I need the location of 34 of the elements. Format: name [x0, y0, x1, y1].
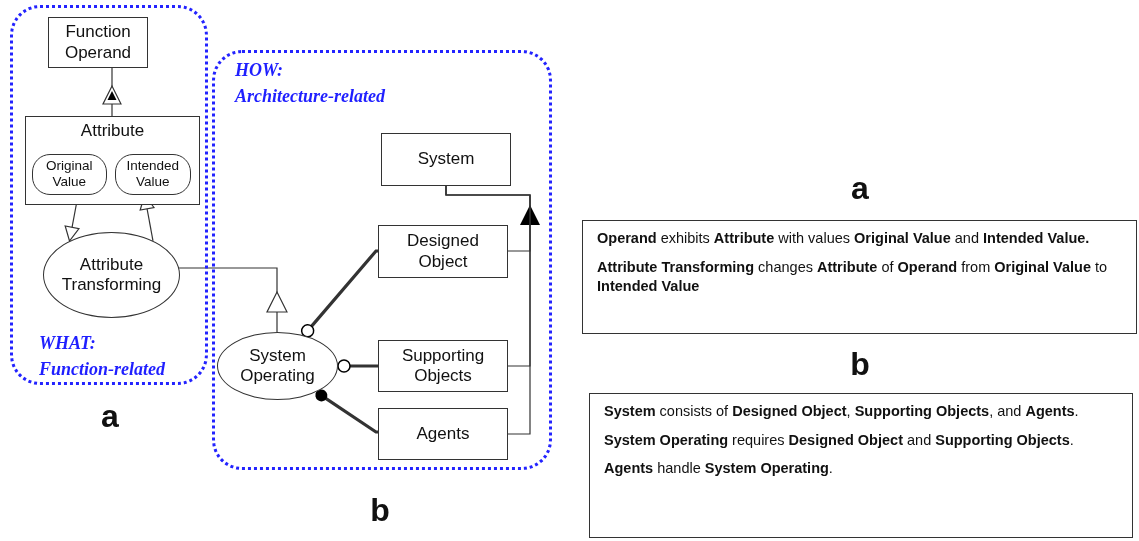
object-box [378, 408, 508, 460]
description-text: System consists of Designed Object, Supporting Objects, and Agents. [604, 402, 1080, 421]
panel-label: b [850, 346, 870, 383]
node-label: Intended Value [125, 158, 180, 191]
description-text: Operand exhibits Attribute with values Original Value and Intended Value. [597, 229, 1091, 248]
description-text: System Operating requires Designed Object and Supporting Objects. [604, 430, 1075, 450]
panel-label: a [851, 170, 869, 207]
description-text: Agents handle System Operating. [604, 459, 834, 479]
node-label: System [416, 149, 476, 170]
process-ellipse [217, 332, 338, 400]
group-heading: HOW: Architecture-related [235, 59, 386, 109]
text-panel [589, 393, 1133, 538]
object-box [48, 17, 148, 68]
node-label: Designed Object [406, 231, 480, 272]
node-label: System Operating [239, 345, 316, 387]
group-heading: WHAT: Function-related [39, 332, 166, 382]
object-box [378, 225, 508, 278]
object-box [381, 133, 511, 186]
panel-label: b [370, 492, 390, 529]
value-box [31, 153, 107, 195]
node-label: Original Value [44, 158, 94, 191]
node-label: Attribute [79, 121, 146, 142]
panel-label: a [101, 398, 119, 435]
value-box [114, 153, 191, 195]
object-box [378, 340, 508, 392]
node-label: Supporting Objects [400, 345, 486, 387]
dotted-group-frame [212, 50, 552, 470]
text-panel [582, 220, 1137, 334]
node-label: Function Operand [63, 22, 133, 63]
node-label: Attribute Transforming [60, 254, 163, 296]
dotted-group-frame [10, 5, 208, 385]
description-text: Attribute Transforming changes Attribute of Operand from Original Value to Intended Value [597, 257, 1109, 297]
object-box [25, 116, 200, 205]
node-label: Agents [415, 423, 471, 445]
